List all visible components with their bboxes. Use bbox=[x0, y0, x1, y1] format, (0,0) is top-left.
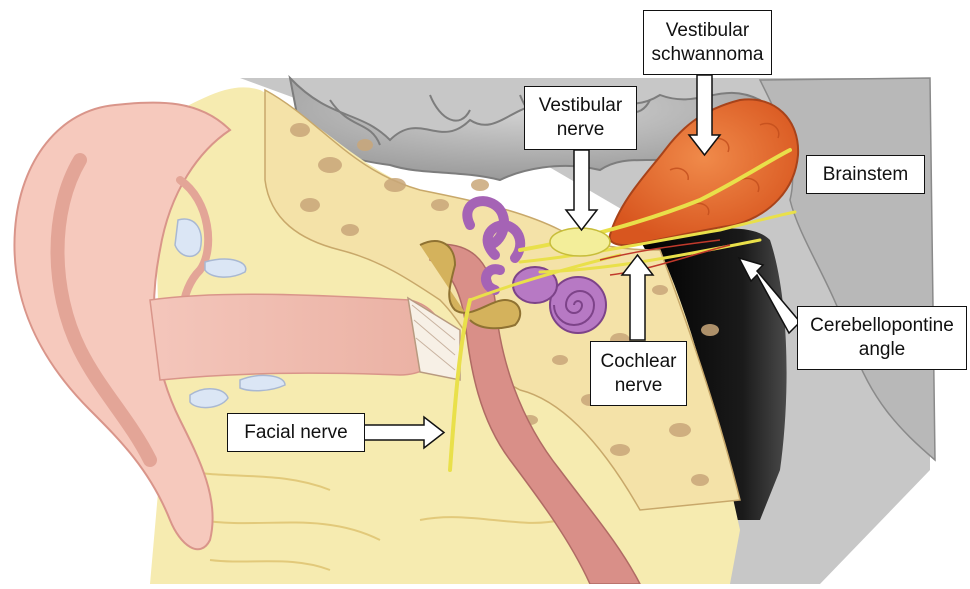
label-vestibular-nerve: Vestibular nerve bbox=[524, 86, 637, 150]
label-vestibular-schwannoma: Vestibular schwannoma bbox=[643, 10, 772, 75]
label-facial-nerve: Facial nerve bbox=[227, 413, 365, 452]
vestibular-ganglion bbox=[550, 228, 610, 256]
label-brainstem: Brainstem bbox=[806, 155, 925, 194]
label-cerebellopontine-angle: Cerebellopontine angle bbox=[797, 306, 967, 370]
ear-canal bbox=[150, 294, 445, 380]
label-cochlear-nerve: Cochlear nerve bbox=[590, 341, 687, 406]
